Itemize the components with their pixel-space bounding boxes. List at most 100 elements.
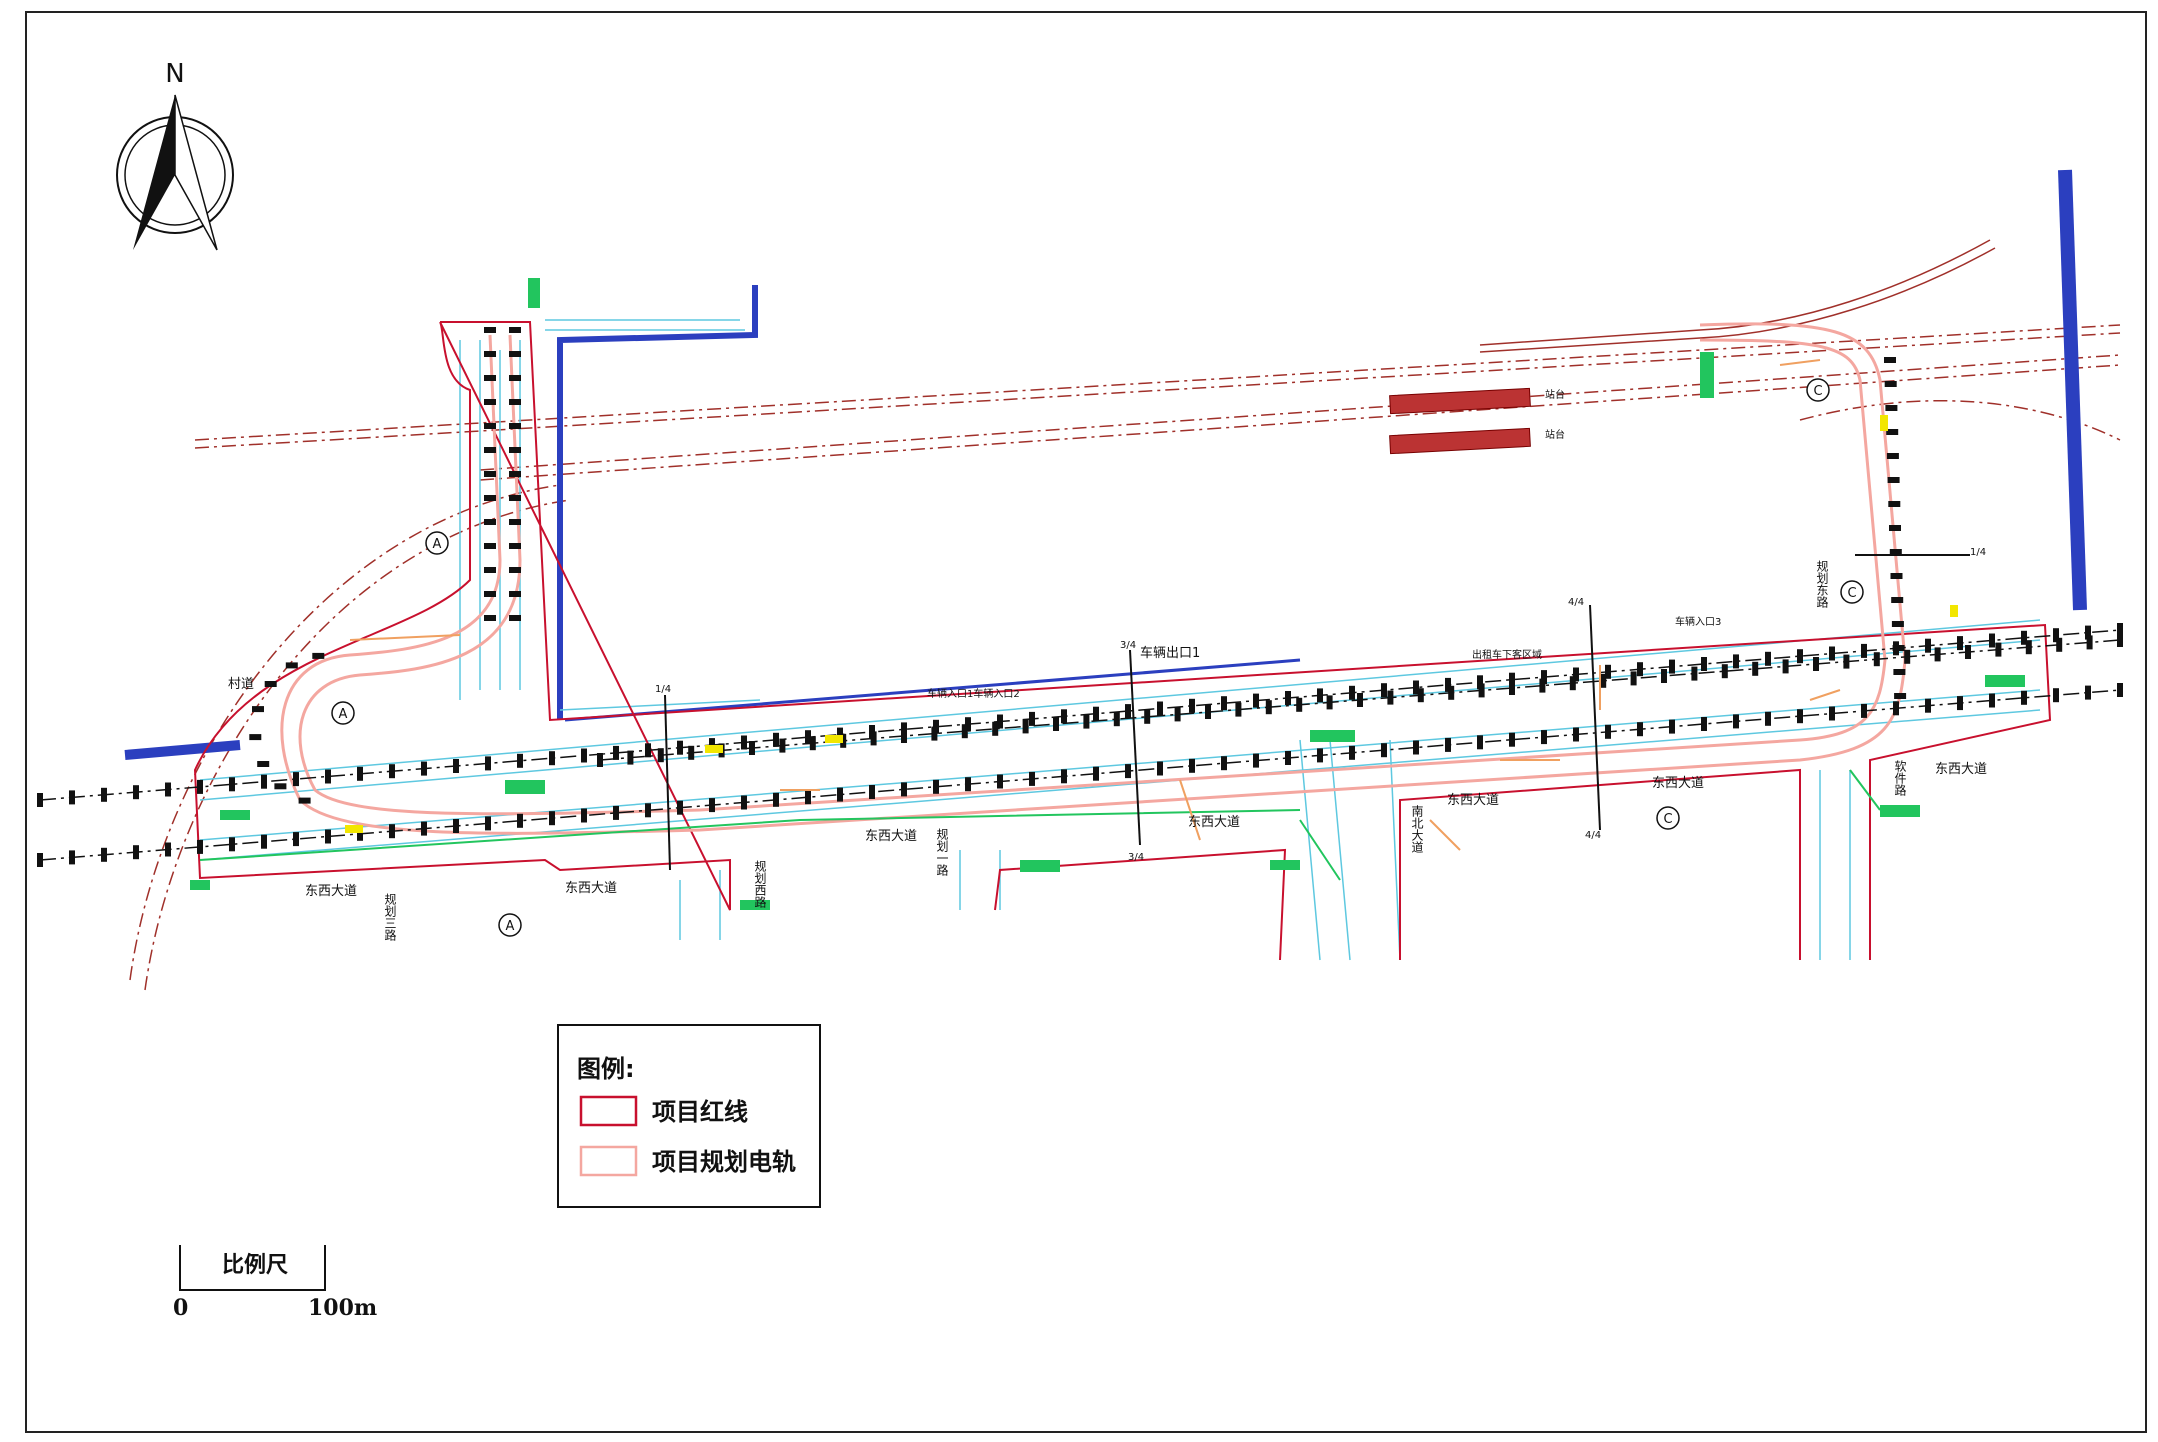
section-marker-a: A [331,701,355,725]
tree-symbol [997,774,1003,789]
tree-symbol [1235,702,1242,717]
tree-symbol [509,471,521,477]
tree-symbol [1893,669,1906,675]
tree-symbol [509,399,521,405]
tree-symbol [484,447,496,453]
tree-symbol [1317,748,1323,763]
road-label: 规划东路 [1815,559,1829,609]
tree-symbol [165,842,171,857]
tree-symbol [2021,690,2027,705]
tree-symbol [1884,381,1897,387]
scale-end: 100m [308,1295,377,1321]
tree-symbol [837,727,843,742]
tree-symbol [1885,405,1898,411]
tree-symbol [484,327,496,333]
tree-symbol [1083,714,1090,729]
tree-symbol [1752,661,1759,676]
tree-symbol [1296,697,1303,712]
tree-symbol [869,785,875,799]
section-tick: 1/4 [655,684,671,695]
svg-text:A: A [433,537,442,552]
road-label: 软件路 [1893,760,1907,797]
tree-symbol [597,753,603,767]
section-marker-c: C [1656,806,1680,830]
tree-symbol [252,706,264,713]
tree-symbol [645,803,651,818]
tree-symbol [1893,701,1899,716]
tree-symbol [581,808,587,823]
section-tick: 4/4 [1585,830,1601,841]
tree-symbol [657,748,664,763]
tree-symbol [1317,688,1323,703]
tree-symbol [677,800,683,815]
tree-symbol [613,805,619,820]
tree-symbol [229,837,235,852]
tree-symbol [1989,693,1995,708]
road-label: 东西大道 [1188,815,1240,830]
tree-symbol [1765,651,1771,666]
tree-symbol [229,777,235,792]
tree-symbol [1174,707,1181,722]
tree-symbol [1326,695,1333,710]
tree-symbol [901,782,907,797]
road-label: 东西大道 [1935,762,1987,777]
tree-symbol [1989,633,1995,648]
road-label: 车辆入口3 [1675,615,1721,628]
tree-symbol [325,829,331,844]
tree-symbol [1445,677,1451,692]
tree-symbol [773,732,779,747]
svg-text:站台: 站台 [1545,428,1565,441]
tree-symbol [1265,700,1272,715]
section-tick: 4/4 [1568,597,1584,608]
green-lines [199,769,1881,881]
tree-symbol [1701,657,1707,671]
tree-symbol [1569,676,1576,691]
section-marker-a: A [498,913,522,937]
tree-symbol [1669,719,1675,734]
tree-symbol [1509,681,1515,695]
tree-symbol [805,790,811,805]
tree-symbol [1829,706,1835,721]
planned-rail [280,322,1907,835]
road-label: 车辆入口1车辆入口2 [927,687,1020,700]
tree-symbol [298,797,311,804]
tree-symbol [1904,649,1911,664]
tree-symbol [484,567,496,573]
road-label: 南北大道 [1410,804,1424,853]
tree-symbol [517,813,523,828]
tree-symbol [613,745,619,760]
tree-symbol [509,351,521,357]
tree-symbol [1387,690,1394,705]
drawing-frame [25,11,2147,1433]
tree-symbol [1253,693,1259,708]
tree-symbol [1113,712,1120,727]
tree-symbol [509,423,521,429]
tree-symbol [1221,756,1227,771]
tree-symbol [133,785,139,800]
tree-symbol [1843,654,1850,669]
tree-symbol [1829,646,1835,661]
tree-symbol [293,772,299,787]
tree-symbol [261,774,267,789]
tree-symbol [741,735,747,750]
tree-symbol [509,567,521,573]
road-label: 村道 [228,677,254,692]
tree-symbol [484,423,496,429]
tree-symbol [749,741,755,755]
tree-symbol [1157,701,1163,716]
tree-symbol [2085,625,2091,640]
tree-symbol [2086,635,2093,650]
tree-symbol [549,811,555,826]
tree-symbol [1253,753,1259,768]
tree-symbol [197,779,203,794]
tree-symbol [1477,675,1483,690]
tree-symbol [1797,649,1803,664]
tree-symbol [484,471,496,477]
tree-symbol [1357,693,1363,707]
tree-symbol [1509,732,1515,747]
svg-text:A: A [506,919,515,934]
tree-symbol [325,769,331,784]
tree-symbol [1349,685,1355,700]
tree-symbol [1605,724,1611,739]
road-label: 东西大道 [305,884,357,899]
